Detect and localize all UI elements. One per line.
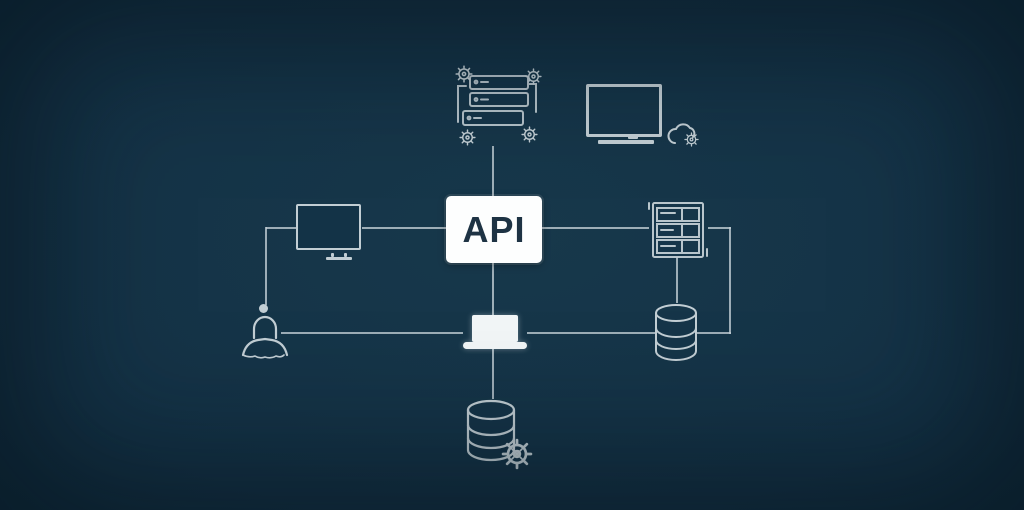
monitor-stand <box>598 140 654 144</box>
server-gears-icon <box>455 65 542 146</box>
connector-left-corner-to-monitor <box>266 227 296 229</box>
database-gear-icon <box>462 397 533 470</box>
connector-corner-to-database <box>697 332 731 334</box>
monitor-cloud-icon <box>586 84 662 137</box>
monitor-icon <box>296 204 361 250</box>
connector-api-to-laptop <box>492 262 494 317</box>
node-backend-server <box>450 64 544 148</box>
node-user <box>238 308 294 360</box>
connector-rack-to-database <box>676 257 678 303</box>
node-server-rack <box>647 199 711 261</box>
api-label: API <box>462 208 526 250</box>
laptop-icon <box>463 315 527 349</box>
cloud-icon <box>662 114 699 147</box>
user-connector-dot <box>259 304 268 313</box>
connector-right-corner-down <box>729 227 731 334</box>
connector-api-to-rack <box>542 227 649 229</box>
node-database-bottom <box>462 397 538 471</box>
monitor-stand-foot-right <box>344 253 347 257</box>
connector-monitor-to-api <box>362 227 446 229</box>
connector-user-to-laptop <box>281 332 463 334</box>
monitor-stand <box>326 257 352 260</box>
connector-server-to-api <box>492 146 494 196</box>
node-laptop <box>463 315 527 350</box>
connector-laptop-to-bottom-database <box>492 349 494 399</box>
monitor-stand-foot-left <box>331 253 334 257</box>
database-icon <box>651 301 701 363</box>
connector-rack-to-right-corner <box>708 227 731 229</box>
connector-corner-to-user <box>265 227 267 305</box>
monitor-stand-neck <box>628 136 638 139</box>
server-rack-icon <box>647 199 711 261</box>
user-icon <box>238 308 294 360</box>
api-box: API <box>446 196 542 263</box>
connector-laptop-to-database <box>527 332 657 334</box>
node-database-right <box>651 301 701 363</box>
